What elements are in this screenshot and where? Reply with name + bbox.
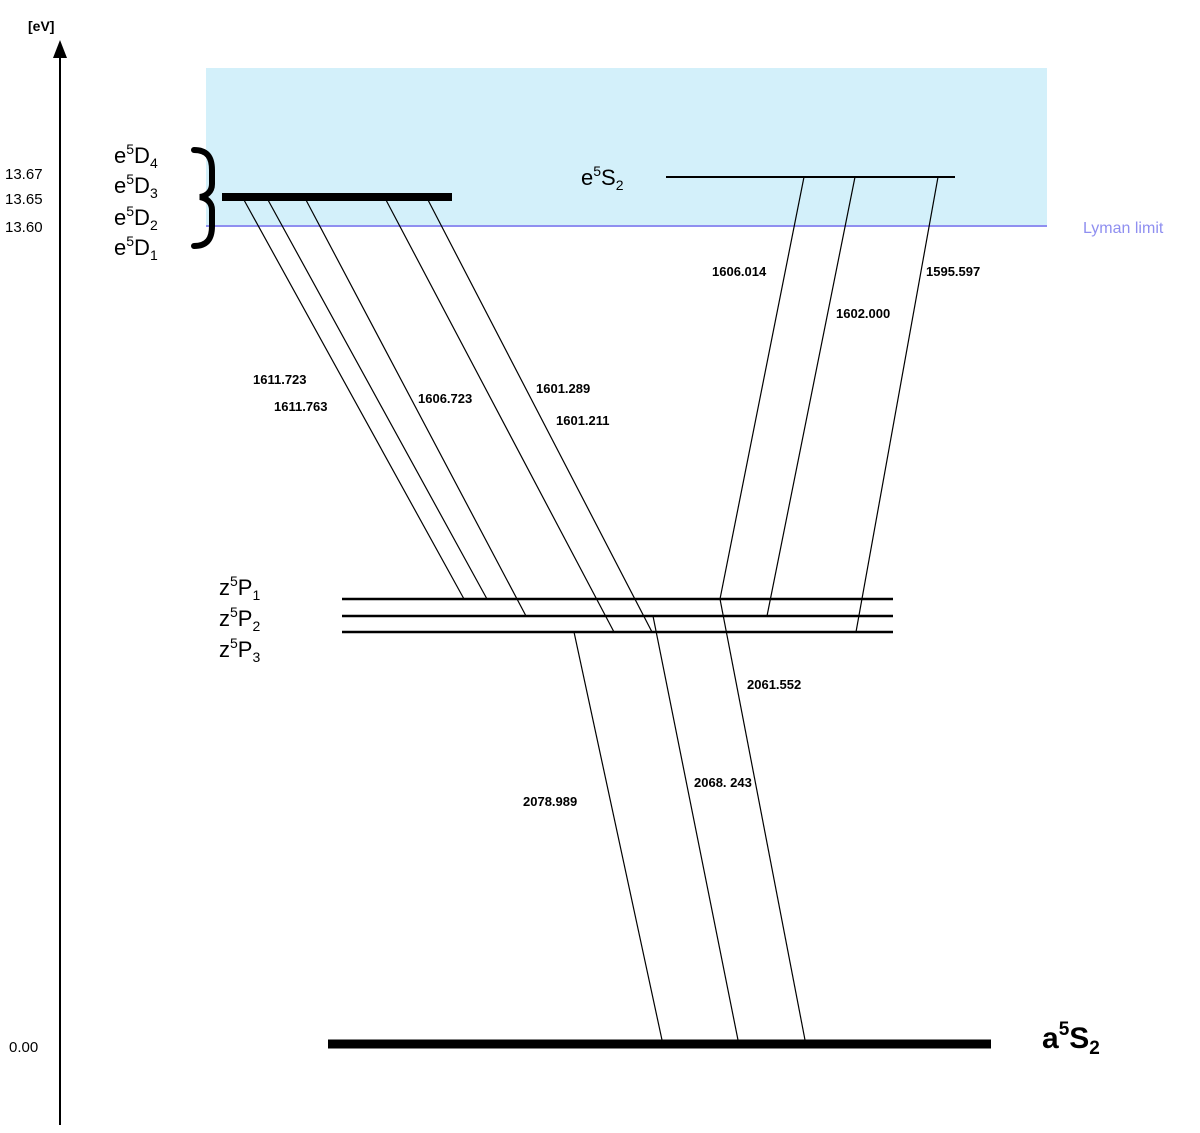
- wavelength-label: 2078.989: [523, 794, 577, 809]
- transition-1595.597: [855, 176, 939, 633]
- lyman-continuum-band: [206, 68, 1047, 226]
- transitions-ground: [573, 598, 806, 1041]
- tick-13.60: 13.60: [5, 219, 43, 236]
- term-e5D3: e5D3: [114, 171, 158, 201]
- wavelength-label: 1595.597: [926, 264, 980, 279]
- transition-1601.211: [427, 199, 653, 633]
- axis-unit-label: [eV]: [28, 18, 54, 34]
- wavelength-label: 1602.000: [836, 306, 890, 321]
- term-e5D1: e5D1: [114, 233, 158, 263]
- lyman-limit-label: Lyman limit: [1083, 220, 1164, 237]
- wavelength-label: 1601.211: [556, 413, 610, 428]
- transitions-e5D: [243, 199, 653, 633]
- wavelength-label: 1606.723: [418, 391, 472, 406]
- energy-axis-arrow-icon: [53, 40, 67, 58]
- transition-1606.723: [305, 199, 527, 617]
- wavelength-label: 2061.552: [747, 677, 801, 692]
- term-e5D2: e5D2: [114, 203, 158, 233]
- transition-2061.552: [719, 598, 806, 1041]
- wavelength-label: 1611.723: [253, 372, 307, 387]
- tick-13.67: 13.67: [5, 166, 43, 183]
- wavelength-label: 1611.763: [274, 399, 328, 414]
- wavelength-label: 1601.289: [536, 381, 590, 396]
- term-e5S2: e5S2: [581, 163, 624, 193]
- transition-2078.989: [573, 631, 663, 1041]
- tick-13.65: 13.65: [5, 191, 43, 208]
- transition-1606.014: [719, 176, 805, 600]
- curly-brace-icon: [191, 147, 215, 249]
- term-e5D4: e5D4: [114, 141, 158, 171]
- transition-1602.000: [766, 176, 856, 617]
- wavelength-label: 2068. 243: [694, 775, 752, 790]
- tick-0.00: 0.00: [9, 1039, 38, 1056]
- transition-1611.763: [267, 199, 488, 600]
- term-a5S2: a5S2: [1042, 1019, 1100, 1059]
- term-z5P1: z5P1: [219, 573, 260, 603]
- transition-2068.243: [652, 615, 739, 1041]
- transition-1601.289: [385, 199, 615, 633]
- term-z5P3: z5P3: [219, 635, 260, 665]
- term-z5P2: z5P2: [219, 604, 260, 634]
- e5D-labels: e5D4 e5D3 e5D2 e5D1: [114, 141, 158, 263]
- transition-1611.723: [243, 199, 465, 600]
- wavelength-label: 1606.014: [712, 264, 767, 279]
- transitions-e5S2: [719, 176, 939, 633]
